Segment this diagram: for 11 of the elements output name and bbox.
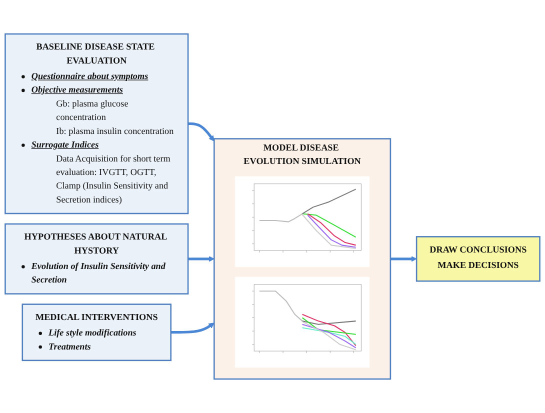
node-box: BASELINE DISEASE STATE EVALUATION Questionnaire about symptoms Objective measurements Gb: plasma glucose concentration Ib: plasma insulin concentration Surrogate Indices Data Acquisition for short term evaluation: IVGTT, OGTT, Clamp (Insulin Sensitivity and Secretion indices) xyxy=(4,33,189,214)
node-box: DRAW CONCLUSIONS MAKE DECISIONS xyxy=(416,236,540,282)
node-picture xyxy=(235,276,370,368)
arrow xyxy=(390,256,417,262)
node-box: HYPOTHESES ABOUT NATURAL HYSTORY Evolution of Insulin Sensitivity and Secretion xyxy=(4,223,189,294)
node-box: MEDICAL INTERVENTIONS Life style modifications Treatments xyxy=(22,304,172,362)
node-picture xyxy=(235,176,370,268)
arrow xyxy=(188,256,214,262)
cluster: MODEL DISEASE EVOLUTION SIMULATION xyxy=(214,138,392,380)
arrow xyxy=(188,122,214,142)
arrow xyxy=(170,322,214,334)
